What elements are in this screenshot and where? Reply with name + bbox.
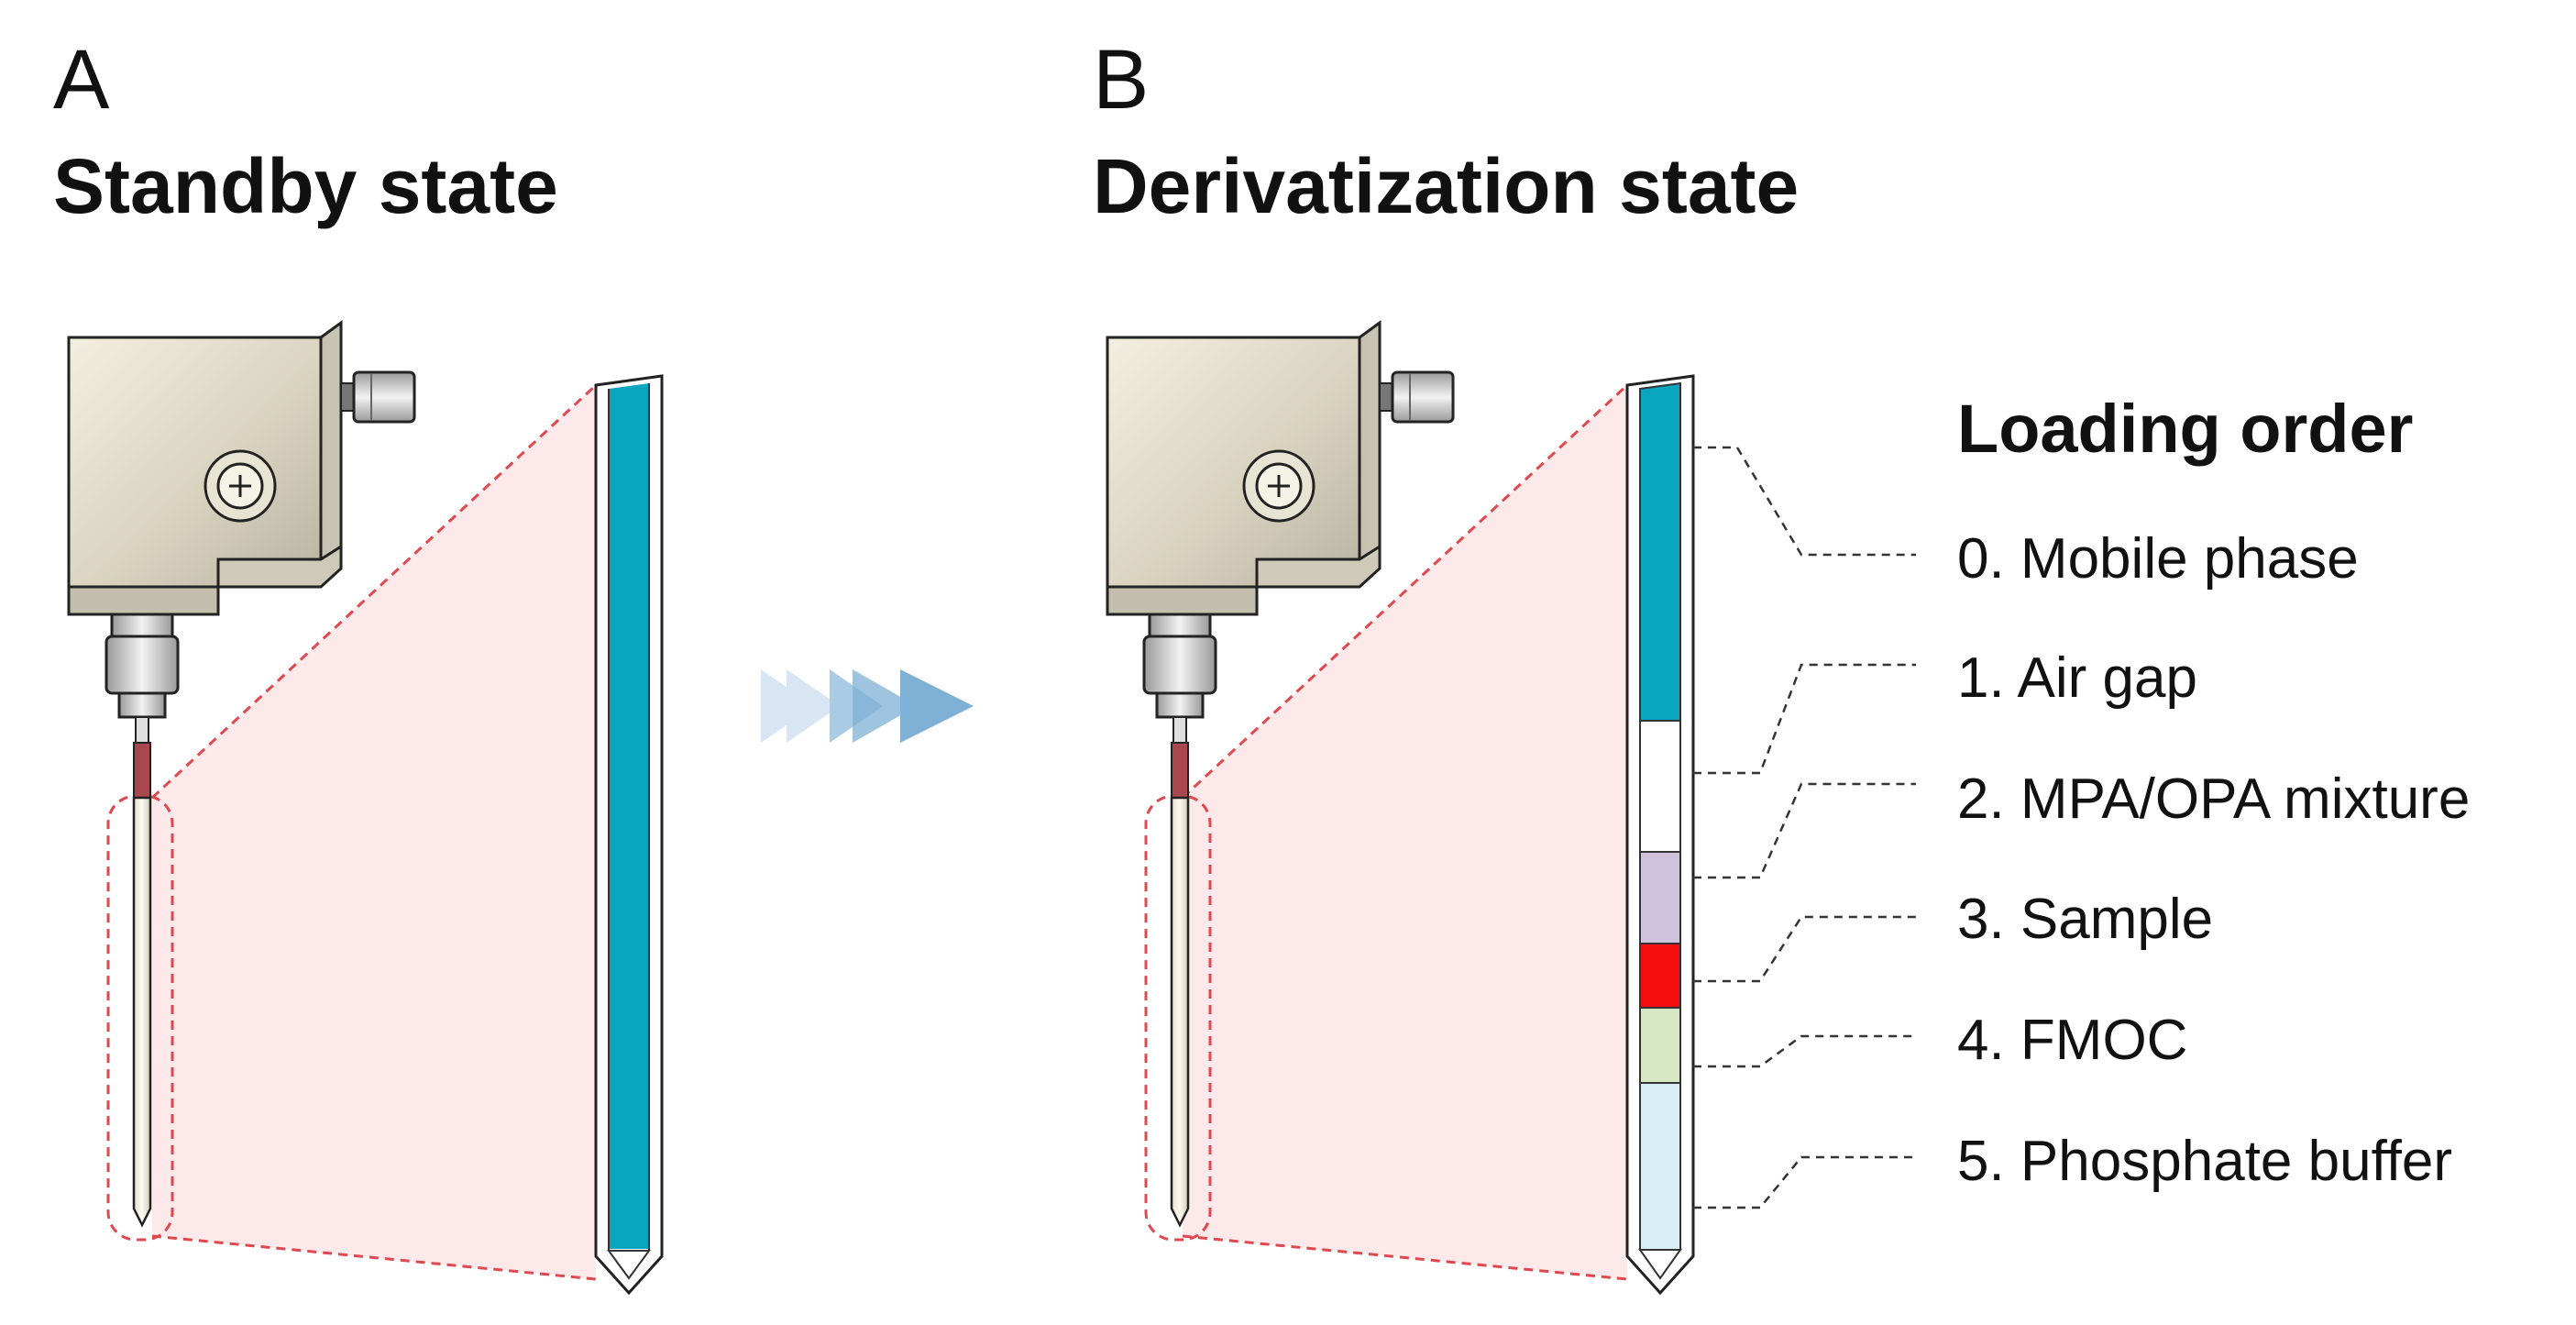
injector-block-a bbox=[67, 320, 416, 1228]
leader-air-gap bbox=[1693, 663, 1916, 775]
legend-item-5: 5. Phosphate buffer bbox=[1957, 1130, 2452, 1193]
zoom-wedge-b bbox=[1183, 385, 1627, 1279]
layer-fmoc bbox=[1639, 1007, 1681, 1084]
layer-sample bbox=[1639, 943, 1681, 1009]
panel-a-diagram bbox=[67, 320, 664, 1296]
panel-b-letter: B bbox=[1093, 33, 1149, 127]
legend-item-2: 2. MPA/OPA mixture bbox=[1957, 767, 2470, 831]
leader-sample bbox=[1693, 915, 1916, 983]
layer-mpa-opa bbox=[1639, 851, 1681, 944]
cross-screw-icon bbox=[204, 449, 277, 523]
needle-red-section-b bbox=[1171, 742, 1189, 799]
cross-screw-icon bbox=[1242, 449, 1316, 523]
leader-mpa-opa bbox=[1693, 782, 1916, 879]
layer-mobile-phase bbox=[1639, 381, 1681, 722]
panel-b-title: Derivatization state bbox=[1093, 143, 1799, 229]
panel-a-letter: A bbox=[53, 33, 110, 127]
leader-phosphate-buffer bbox=[1693, 1155, 1916, 1209]
panel-a-title: Standby state bbox=[53, 143, 558, 229]
layer-air-gap bbox=[1639, 720, 1681, 853]
needle-red-section-a bbox=[133, 742, 151, 799]
injector-valve-icon bbox=[1379, 370, 1455, 424]
legend-item-4: 4. FMOC bbox=[1957, 1009, 2187, 1072]
magnified-tube-b bbox=[1625, 374, 1695, 1296]
panel-b-diagram: Loading order 0. Mobile phase 1. Air gap… bbox=[1106, 320, 2470, 1296]
legend-item-1: 1. Air gap bbox=[1957, 646, 2197, 710]
legend-title: Loading order bbox=[1957, 391, 2413, 467]
leader-mobile-phase bbox=[1693, 446, 1916, 557]
triple-chevron-arrow-icon bbox=[761, 669, 974, 743]
injector-block-b bbox=[1106, 320, 1455, 1228]
mobile-phase-fill-a bbox=[609, 383, 649, 1249]
legend-item-0: 0. Mobile phase bbox=[1957, 527, 2359, 591]
leader-lines bbox=[1693, 446, 1916, 1209]
legend-item-3: 3. Sample bbox=[1957, 888, 2213, 951]
leader-fmoc bbox=[1693, 1034, 1916, 1068]
layer-phosphate-buffer bbox=[1639, 1082, 1681, 1251]
injector-valve-icon bbox=[340, 370, 416, 424]
zoom-wedge-a bbox=[152, 385, 596, 1279]
magnified-tube-a bbox=[594, 374, 664, 1296]
